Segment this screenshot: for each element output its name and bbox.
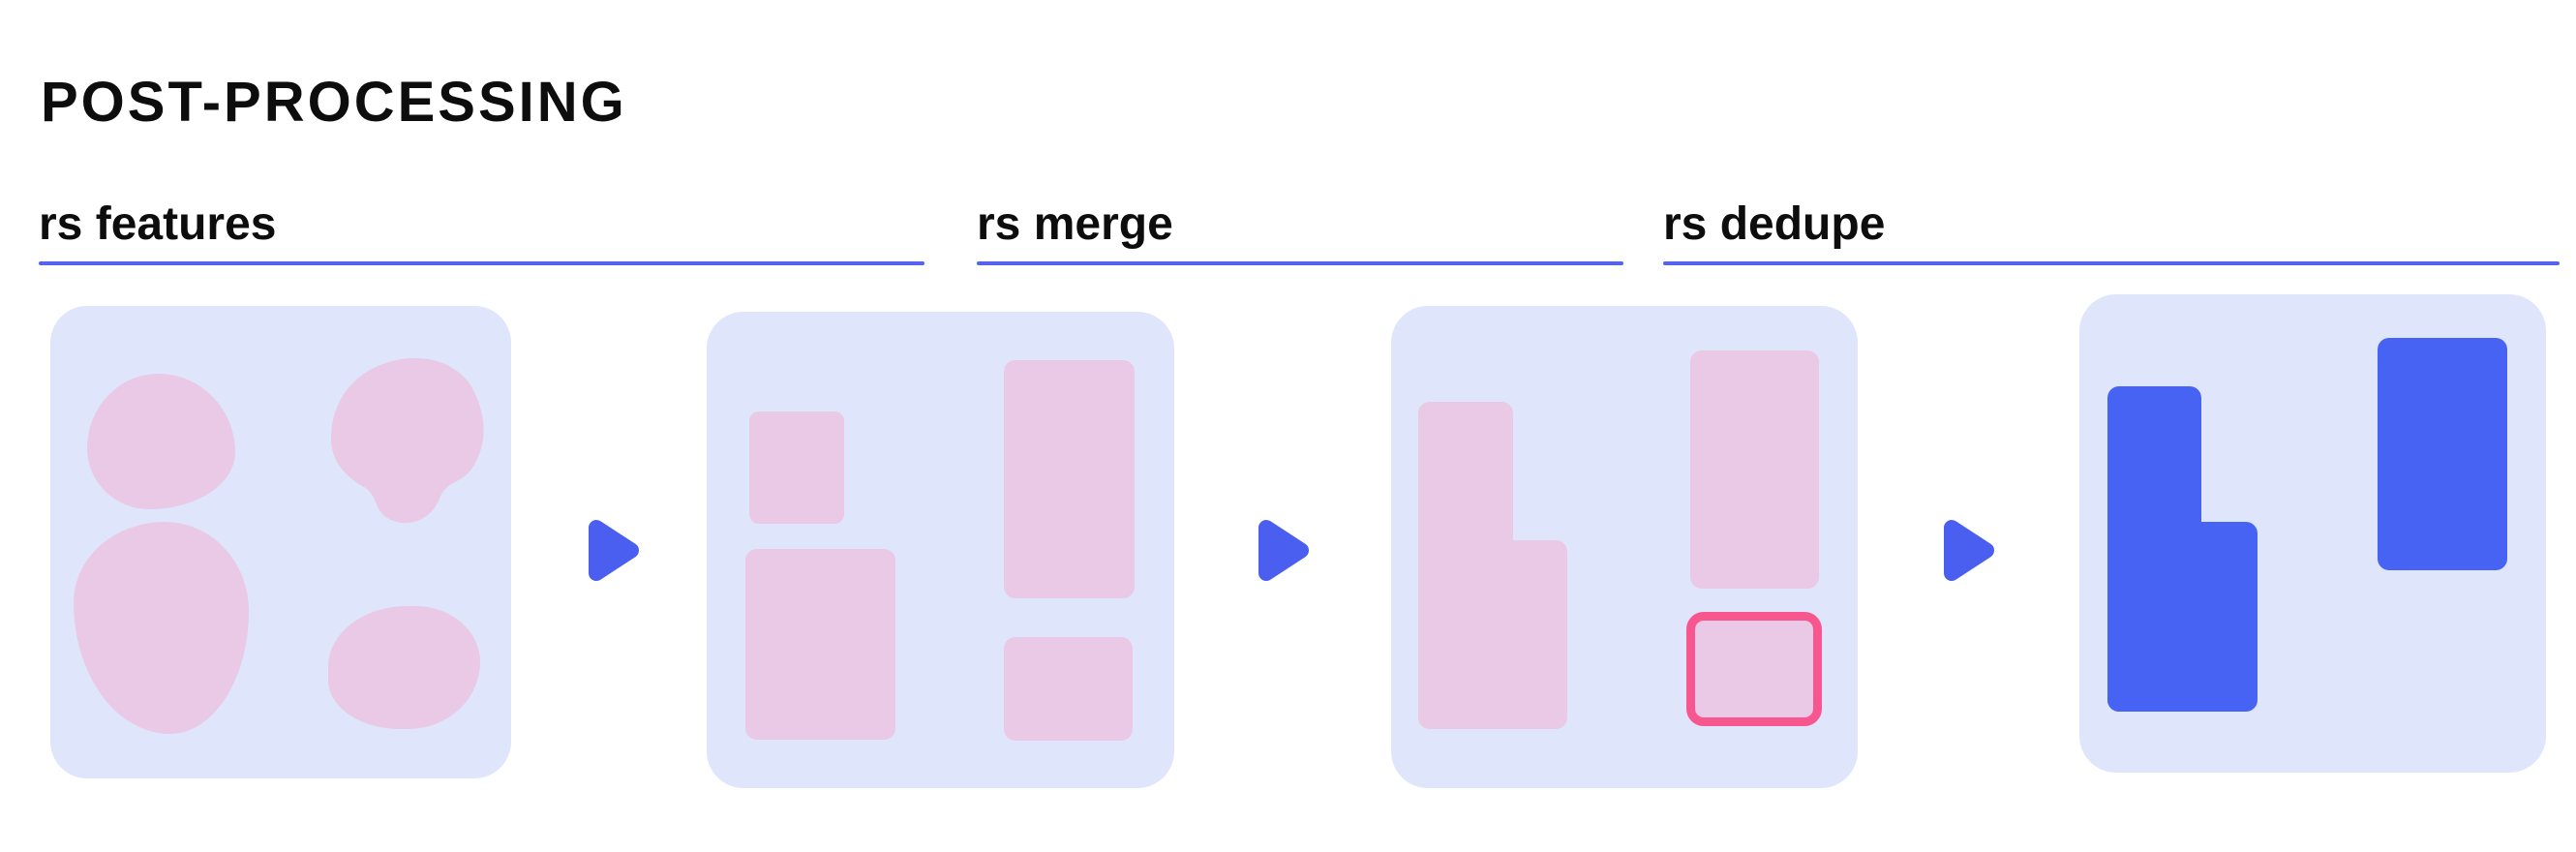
feature-blob	[87, 374, 235, 509]
feature-blob	[74, 522, 249, 734]
stage-underline-merge	[977, 261, 1623, 265]
panel-dedupe-input	[1391, 306, 1858, 788]
page-title: POST-PROCESSING	[41, 71, 627, 134]
feature-blob	[328, 606, 480, 729]
stage-label-merge-text: rs merge	[977, 198, 1173, 250]
triangle-right-icon	[1939, 513, 1999, 588]
stage-underline-dedupe	[1663, 261, 2560, 265]
stage-label-merge: rs merge	[977, 199, 1623, 265]
stage-label-dedupe: rs dedupe	[1663, 199, 2560, 265]
final-l-shape	[2107, 522, 2258, 712]
panel-final-output	[2079, 294, 2546, 773]
stage-label-features: rs features	[39, 199, 924, 265]
duplicate-rect-highlight	[1686, 612, 1822, 726]
merged-l-shape	[1418, 540, 1567, 729]
panel-features-input	[50, 306, 511, 778]
final-region-rect	[2378, 338, 2507, 570]
triangle-right-icon	[1254, 513, 1314, 588]
region-rect	[749, 411, 844, 524]
region-rect	[1004, 360, 1135, 598]
triangle-right-icon	[584, 513, 644, 588]
stage-label-features-text: rs features	[39, 198, 277, 250]
stage-label-dedupe-text: rs dedupe	[1663, 198, 1886, 250]
stage-underline-features	[39, 261, 924, 265]
feature-blob	[331, 357, 484, 524]
panel-merge-output	[707, 312, 1174, 788]
region-rect	[1004, 637, 1133, 741]
region-rect	[1690, 350, 1819, 589]
region-rect	[745, 549, 895, 740]
